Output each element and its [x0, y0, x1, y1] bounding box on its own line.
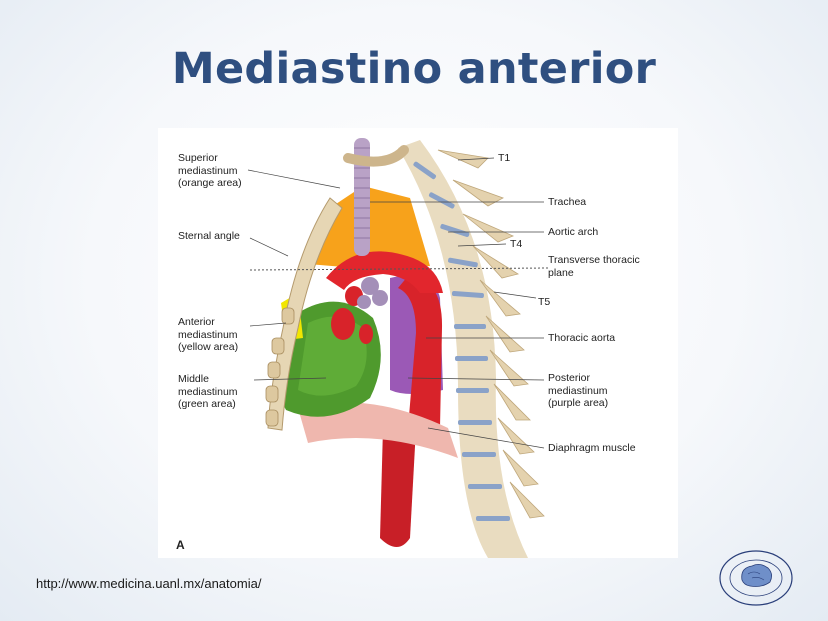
label-middle-mediastinum: Middle mediastinum (green area): [178, 373, 238, 410]
diaphragm-region: [298, 402, 458, 458]
aortic-arch: [326, 251, 443, 293]
anatomy-figure: Superior mediastinum (orange area) Stern…: [158, 128, 678, 558]
sternum: [267, 197, 343, 431]
label-t1: T1: [498, 152, 511, 164]
label-sternal-angle: Sternal angle: [178, 230, 240, 242]
label-t5: T5: [538, 296, 551, 308]
label-posterior-mediastinum: Posterior mediastinum (purple area): [548, 372, 609, 409]
label-transverse-plane: Transverse thoracic plane: [548, 254, 640, 279]
source-url[interactable]: http://www.medicina.uanl.mx/anatomia/: [36, 576, 262, 591]
aorta-descending-lower: [380, 428, 416, 547]
transverse-plane-line: [249, 267, 549, 271]
label-thoracic-aorta: Thoracic aorta: [548, 332, 616, 344]
label-diaphragm-muscle: Diaphragm muscle: [548, 442, 636, 454]
mediastinum-illustration: [247, 138, 549, 558]
figure-letter: A: [176, 538, 185, 552]
label-superior-mediastinum: Superior mediastinum (orange area): [178, 152, 242, 189]
label-t4: T4: [510, 238, 523, 250]
label-anterior-mediastinum: Anterior mediastinum (yellow area): [178, 316, 239, 353]
thoracic-aorta: [398, 276, 443, 428]
label-trachea: Trachea: [548, 196, 587, 208]
label-aortic-arch: Aortic arch: [548, 226, 599, 238]
brain-seal-logo-icon: [716, 548, 796, 608]
slide-title: Mediastino anterior: [171, 44, 657, 94]
